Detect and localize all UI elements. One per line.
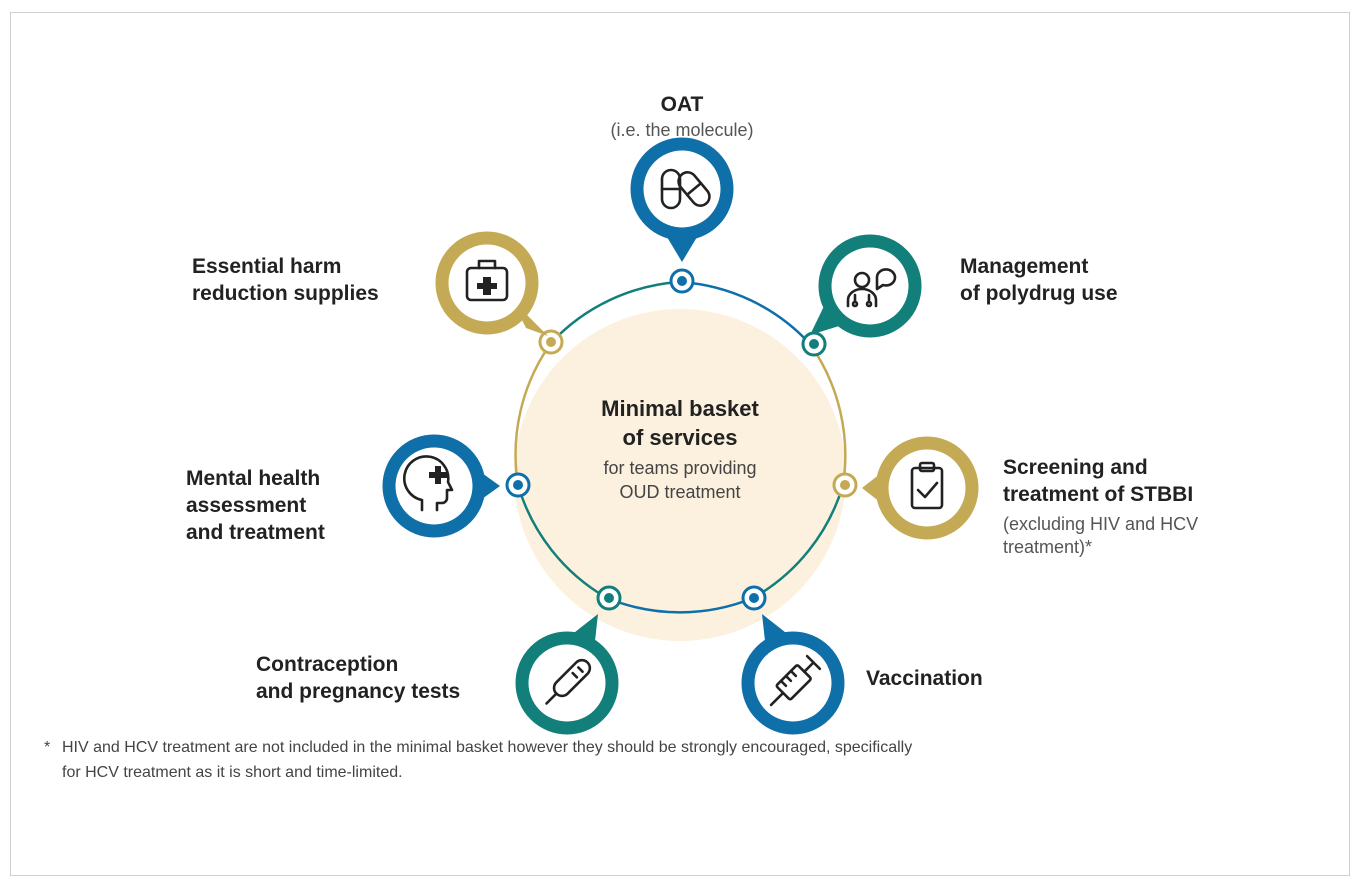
first-aid-kit-icon [465, 259, 509, 302]
dot-contraception [596, 585, 622, 611]
label-mental-title: assessment [186, 493, 307, 517]
dot-harm [538, 329, 564, 355]
label-polydrug-title: Management [960, 255, 1089, 278]
label-polydrug: Management of polydrug use [960, 254, 1200, 308]
ring-arc-teal-2 [516, 484, 608, 600]
label-stbbi-title: Screening and [1003, 456, 1148, 479]
clipboard-check-icon [910, 461, 944, 510]
label-vaccination: Vaccination [866, 666, 1066, 693]
label-mental: Mental health assessment and treatment [186, 466, 386, 547]
pills-icon [660, 168, 711, 210]
label-stbbi-sub: (excluding HIV and HCV [1003, 513, 1199, 534]
dot-polydrug [801, 331, 827, 357]
ring-arc-teal-1 [752, 484, 845, 600]
syringe-icon [769, 654, 822, 707]
ring-arc-gold-1 [808, 343, 847, 486]
footnote-marker: * [44, 739, 51, 756]
center-title: Minimal basket of services [540, 395, 820, 452]
label-oat-title: OAT [660, 93, 704, 116]
label-contraception-title: and pregnancy tests [256, 679, 461, 703]
dot-vaccination [741, 585, 767, 611]
thermometer-icon [545, 658, 592, 705]
node-vaccination-badge [741, 614, 845, 735]
label-vaccination-title: Vaccination [866, 667, 983, 690]
label-harm-title: reduction supplies [192, 281, 379, 305]
center-label: Minimal basket of services for teams pro… [540, 395, 820, 505]
center-circle [514, 309, 846, 641]
label-harm: Essential harm reduction supplies [192, 254, 422, 308]
footnote: * HIV and HCV treatment are not included… [44, 736, 1224, 786]
label-oat-sub: (i.e. the molecule) [610, 119, 754, 140]
people-speech-icon [846, 268, 897, 308]
center-title-line: of services [622, 424, 738, 450]
head-medical-icon [402, 455, 454, 512]
dot-stbbi [832, 472, 858, 498]
node-contraception-badge [515, 614, 619, 735]
label-stbbi-title: treatment of STBBI [1003, 482, 1194, 506]
center-title-line: Minimal basket [601, 396, 759, 421]
footnote-line: for HCV treatment as it is short and tim… [62, 763, 403, 781]
label-contraception-title: Contraception [256, 653, 399, 676]
label-polydrug-title: of polydrug use [960, 281, 1118, 305]
center-subtitle-line: for teams providing [603, 458, 757, 479]
label-harm-title: Essential harm [192, 255, 342, 278]
center-subtitle-line: OUD treatment [619, 482, 741, 503]
ring-arc-blue-1 [679, 280, 811, 345]
ring-arc-blue-2 [606, 596, 754, 614]
label-mental-title: Mental health [186, 467, 321, 490]
label-mental-title: and treatment [186, 520, 325, 544]
node-stbbi-badge [862, 436, 979, 540]
node-oat-badge [630, 137, 734, 262]
node-polydrug-badge [810, 234, 922, 338]
label-stbbi: Screening and treatment of STBBI (exclud… [1003, 455, 1283, 559]
ring-dots [505, 268, 858, 611]
footnote-line: HIV and HCV treatment are not included i… [62, 739, 913, 756]
label-oat: OAT (i.e. the molecule) [560, 92, 804, 142]
dot-oat [669, 268, 695, 294]
dot-mental [505, 472, 531, 498]
label-stbbi-sub: treatment)* [1003, 536, 1093, 557]
ring-arc-gold-2 [514, 342, 553, 486]
ring-arc-teal-3 [550, 280, 681, 344]
center-subtitle: for teams providing OUD treatment [540, 456, 820, 505]
label-contraception: Contraception and pregnancy tests [256, 652, 506, 706]
